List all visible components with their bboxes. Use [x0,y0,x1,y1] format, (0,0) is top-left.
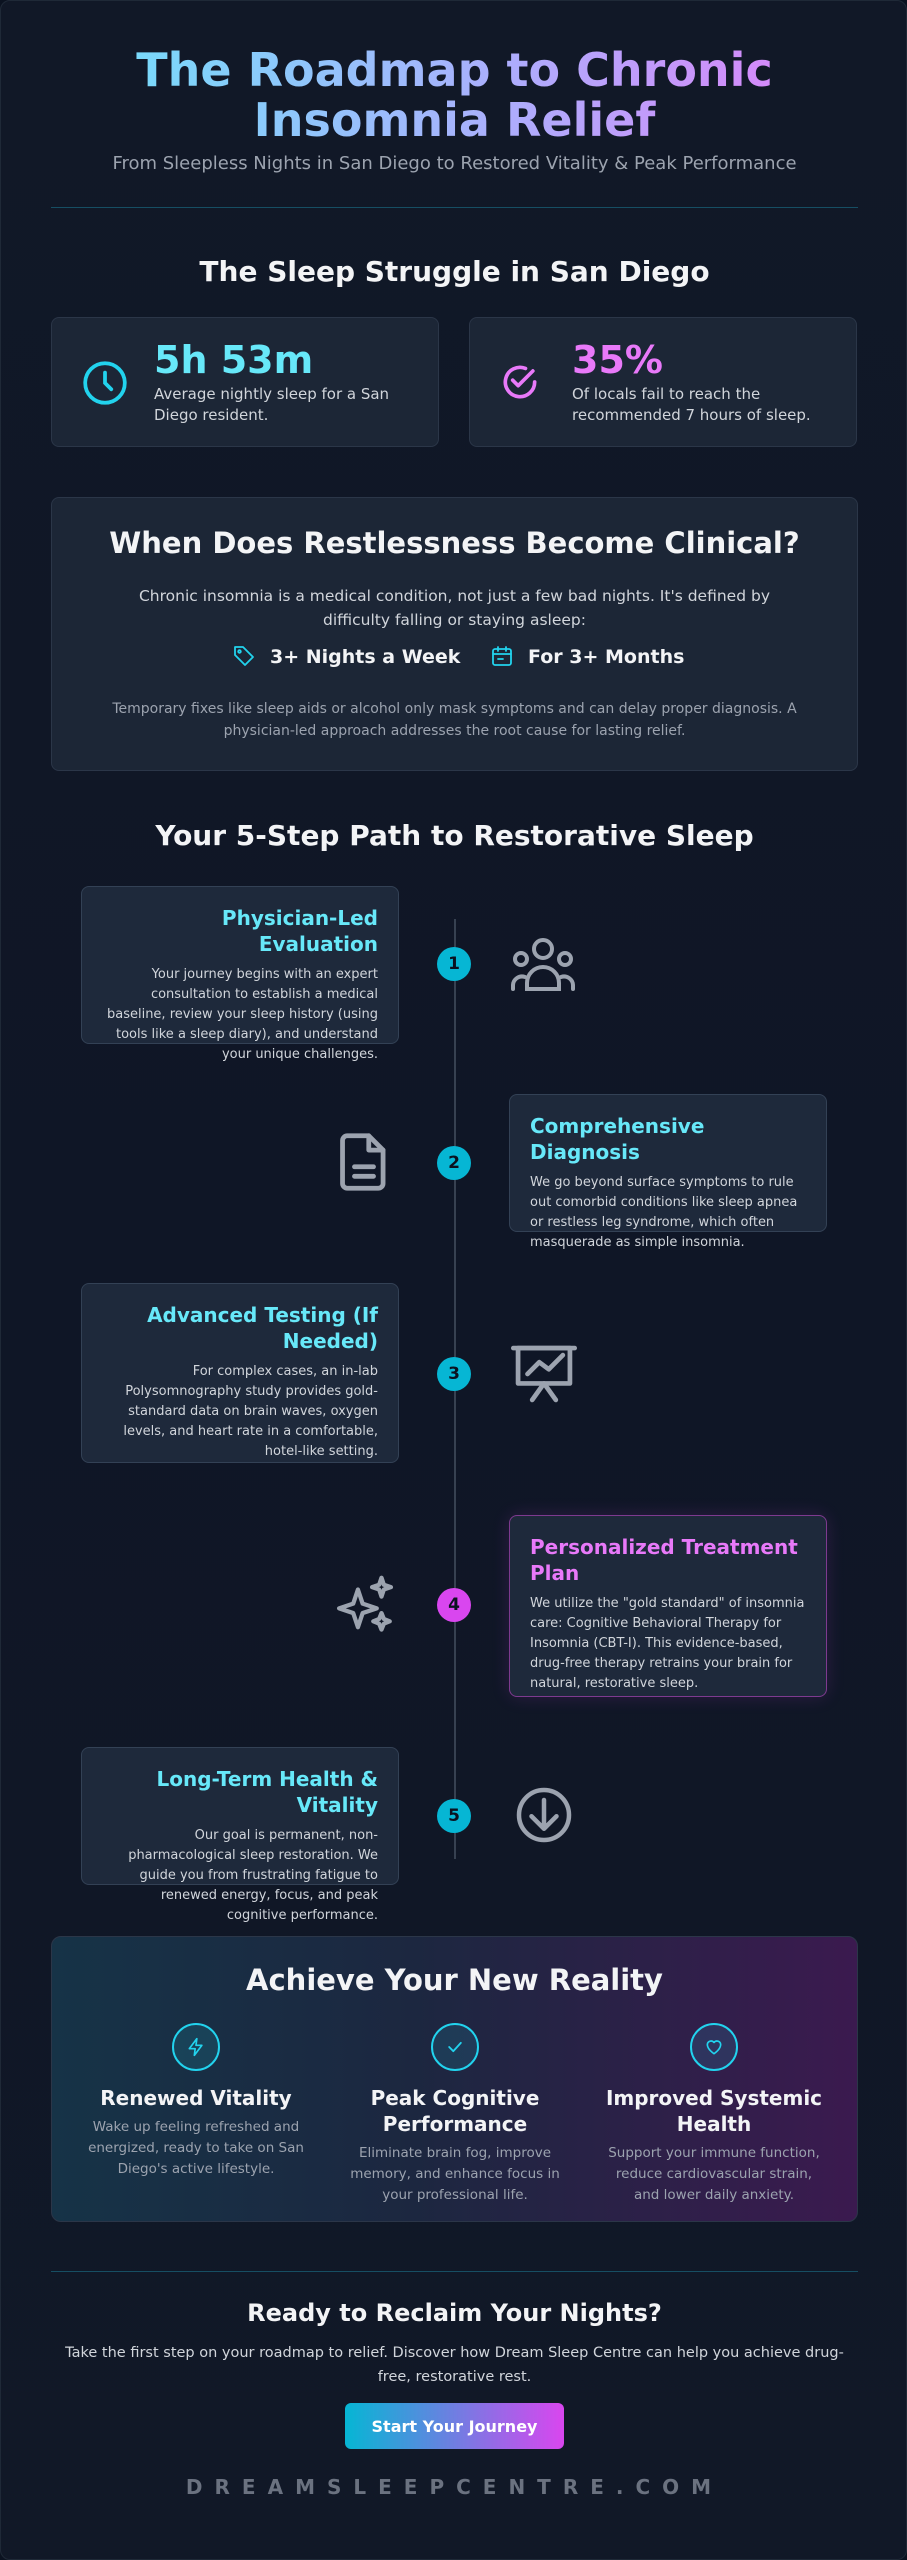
step-card-1: Physician-Led Evaluation Your journey be… [81,886,399,1062]
step-card-3: Advanced Testing (If Needed) For complex… [81,1283,399,1463]
divider [51,207,858,208]
benefit-peak-cognitive: Peak Cognitive Performance Eliminate bra… [330,2023,580,2206]
check-icon [431,2023,479,2071]
step-number-1: 1 [437,947,471,981]
path-heading: Your 5-Step Path to Restorative Sleep [155,819,754,852]
sparkles-icon [331,1573,399,1639]
benefit-text: Eliminate brain fog, improve memory, and… [350,2145,560,2203]
benefit-text: Support your immune function, reduce car… [608,2145,820,2203]
step-title: Personalized Treatment Plan [530,1535,798,1585]
step-text: Our goal is permanent, non-pharmacologic… [128,1828,378,1923]
footer-domain[interactable]: DREAMSLEEPCENTRE.COM [185,2475,724,2499]
criteria-months: For 3+ Months [528,646,685,668]
benefit-title: Renewed Vitality [100,2086,292,2110]
clinical-card: When Does Restlessness Become Clinical? … [51,497,858,771]
step-text: We go beyond surface symptoms to rule ou… [530,1175,798,1250]
users-icon [509,935,577,995]
step-title: Comprehensive Diagnosis [530,1114,705,1164]
check-badge-icon [498,360,542,404]
stat-value: 5h 53m [154,338,314,382]
step-number-2: 2 [437,1146,471,1180]
step-title: Advanced Testing (If Needed) [147,1303,378,1353]
page-subtitle: From Sleepless Nights in San Diego to Re… [112,153,797,174]
clinical-note: Temporary fixes like sleep aids or alcoh… [112,701,797,739]
stat-card-sleep-shortfall: 35% Of locals fail to reach the recommen… [469,317,857,447]
clinical-text: Chronic insomnia is a medical condition,… [138,587,770,629]
document-icon [337,1131,391,1193]
benefit-text: Wake up feeling refreshed and energized,… [88,2119,304,2177]
bolt-icon [172,2023,220,2071]
step-card-2: Comprehensive Diagnosis We go beyond sur… [509,1094,827,1250]
reality-heading: Achieve Your New Reality [246,1963,663,1997]
stat-value: 35% [572,338,663,382]
divider [51,2271,858,2272]
step-number-3: 3 [437,1357,471,1391]
calendar-icon [490,644,514,668]
chart-presentation-icon [511,1343,577,1405]
step-number-4: 4 [437,1588,471,1622]
stat-description: Average nightly sleep for a San Diego re… [154,385,390,424]
page-title: The Roadmap to Chronic Insomnia Relief [1,45,906,145]
step-card-4: Personalized Treatment Plan We utilize t… [509,1515,827,1697]
struggle-heading: The Sleep Struggle in San Diego [199,255,710,288]
step-text: We utilize the "gold standard" of insomn… [530,1596,805,1691]
step-number-5: 5 [437,1799,471,1833]
step-title: Long-Term Health & Vitality [156,1767,378,1817]
cta-heading: Ready to Reclaim Your Nights? [247,2299,662,2327]
stat-card-sleep-duration: 5h 53m Average nightly sleep for a San D… [51,317,439,447]
cta-text: Take the first step on your roadmap to r… [65,2345,844,2385]
start-journey-button[interactable]: Start Your Journey [345,2403,564,2449]
step-text: For complex cases, an in-lab Polysomnogr… [123,1364,378,1459]
heart-icon [690,2023,738,2071]
benefit-title: Peak Cognitive Performance [370,2086,540,2136]
reality-panel: Achieve Your New Reality Renewed Vitalit… [51,1936,858,2222]
benefit-systemic-health: Improved Systemic Health Support your im… [589,2023,839,2206]
arrow-down-circle-icon [514,1785,574,1845]
step-title: Physician-Led Evaluation [221,906,378,956]
benefit-title: Improved Systemic Health [605,2086,823,2136]
step-text: Your journey begins with an expert consu… [106,967,378,1062]
criteria-nights: 3+ Nights a Week [270,646,461,668]
stat-description: Of locals fail to reach the recommended … [572,385,811,424]
clock-icon [80,358,130,408]
clinical-heading: When Does Restlessness Become Clinical? [109,526,800,560]
benefit-renewed-vitality: Renewed Vitality Wake up feeling refresh… [71,2023,321,2180]
step-card-5: Long-Term Health & Vitality Our goal is … [81,1747,399,1923]
tag-icon [232,644,256,668]
